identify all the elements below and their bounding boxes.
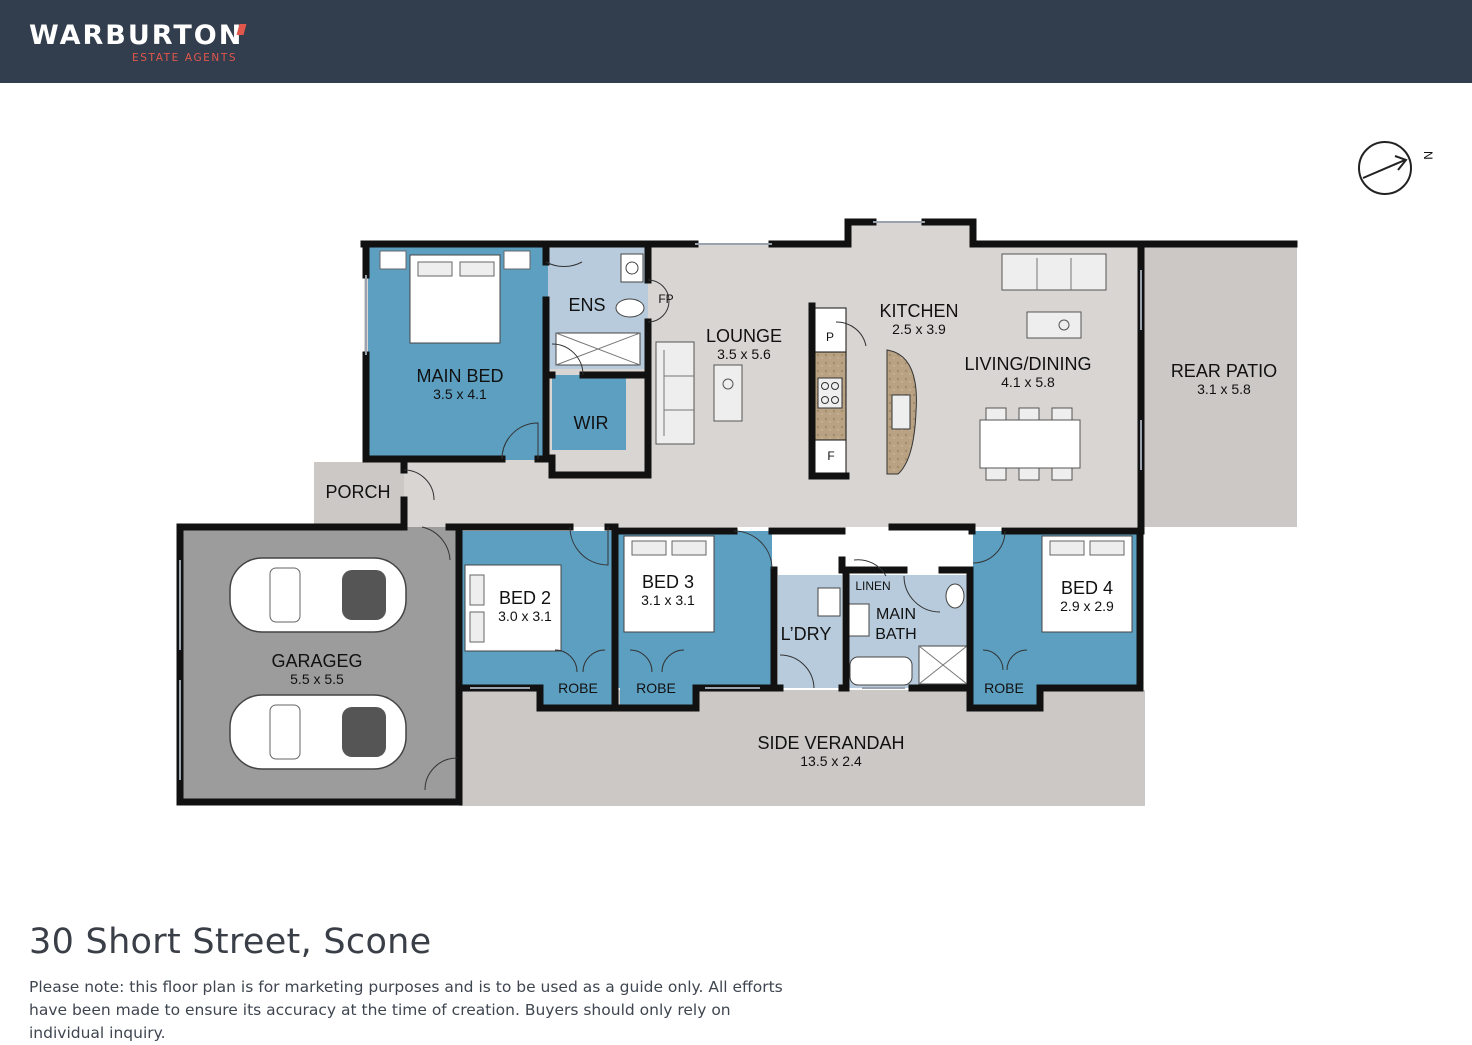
main-bed-icon (379, 250, 531, 344)
bed4-dims: 2.9 x 2.9 (1060, 598, 1114, 614)
lounge-label: LOUNGE (706, 326, 782, 346)
door-swings (403, 261, 1028, 791)
pantry-label: P (826, 330, 834, 344)
lounge-dims: 3.5 x 5.6 (717, 346, 771, 362)
ensuite-toilet-icon (615, 298, 645, 318)
living-sofa-icon (1001, 253, 1107, 291)
living-dining-label: LIVING/DINING (964, 354, 1091, 374)
kitchen-label: KITCHEN (879, 301, 958, 321)
bed2-icon (464, 564, 562, 652)
main-bed-label: MAIN BED (416, 366, 503, 386)
main-bath-label-line2: BATH (875, 626, 916, 643)
ens-label: ENS (568, 295, 605, 315)
wir-floor (552, 375, 626, 450)
bed3-dims: 3.1 x 3.1 (641, 592, 695, 608)
brand-name: WARBURTON (29, 20, 244, 51)
walls (176, 218, 1298, 806)
disclaimer-note: Please note: this floor plan is for mark… (29, 978, 783, 1042)
windows (179, 221, 1142, 780)
linen-label: LINEN (855, 579, 890, 593)
pantry-cupboard (811, 307, 847, 353)
brand-tagline: ESTATE AGENTS (132, 52, 238, 64)
property-address: 30 Short Street, Scone (29, 922, 432, 962)
bed3-label: BED 3 (642, 572, 694, 592)
robe-bed4-floor (973, 650, 1039, 708)
car-icon (229, 557, 407, 633)
robe-bed3-label: ROBE (636, 680, 676, 696)
dining-table-icon (979, 407, 1081, 481)
coffee-table-icon (713, 364, 743, 422)
porch-area (314, 462, 404, 524)
rear-patio-area (1144, 246, 1297, 527)
fp-label: FP (658, 292, 673, 306)
main-bath-basin-icon (848, 603, 870, 637)
bathtub-icon (849, 656, 913, 686)
laundry-label: L’DRY (781, 624, 832, 644)
bed4-icon (1041, 535, 1133, 633)
laundry-tub-icon (817, 587, 841, 617)
side-verandah-dims: 13.5 x 2.4 (800, 753, 862, 769)
ottoman-icon (1026, 311, 1082, 339)
porch-label: PORCH (325, 482, 390, 502)
kitchen-dims: 2.5 x 3.9 (892, 321, 946, 337)
north-arrow-icon: N (1358, 141, 1435, 195)
cooktop-icon (817, 377, 843, 409)
sink-icon (891, 394, 911, 430)
garage-label: GARAGEG (271, 651, 362, 671)
main-bath-label-line1: MAIN (876, 606, 916, 623)
ensuite-basin-icon (620, 253, 644, 283)
robe-bed3-floor (620, 650, 696, 708)
robe-bed2-label: ROBE (558, 680, 598, 696)
rear-patio-dims: 3.1 x 5.8 (1197, 381, 1251, 397)
north-label: N (1421, 151, 1435, 160)
bed2-label: BED 2 (499, 588, 551, 608)
garage-dims: 5.5 x 5.5 (290, 671, 344, 687)
robe-bed4-label: ROBE (984, 680, 1024, 696)
rear-patio-label: REAR PATIO (1171, 361, 1277, 381)
living-dining-dims: 4.1 x 5.8 (1001, 374, 1055, 390)
bed4-label: BED 4 (1061, 578, 1113, 598)
sofa-icon (655, 341, 695, 445)
robe-bed2-floor (542, 650, 614, 708)
side-verandah-label: SIDE VERANDAH (757, 733, 904, 753)
wir-label: WIR (574, 413, 609, 433)
car-icon-2 (229, 694, 407, 770)
bed3-icon (623, 535, 715, 633)
bed2-dims: 3.0 x 3.1 (498, 608, 552, 624)
main-bath-toilet-icon (945, 583, 965, 609)
brand-header: WARBURTON ESTATE AGENTS (0, 0, 1472, 83)
main-bed-dims: 3.5 x 4.1 (433, 386, 487, 402)
fridge-label: F (827, 449, 834, 463)
